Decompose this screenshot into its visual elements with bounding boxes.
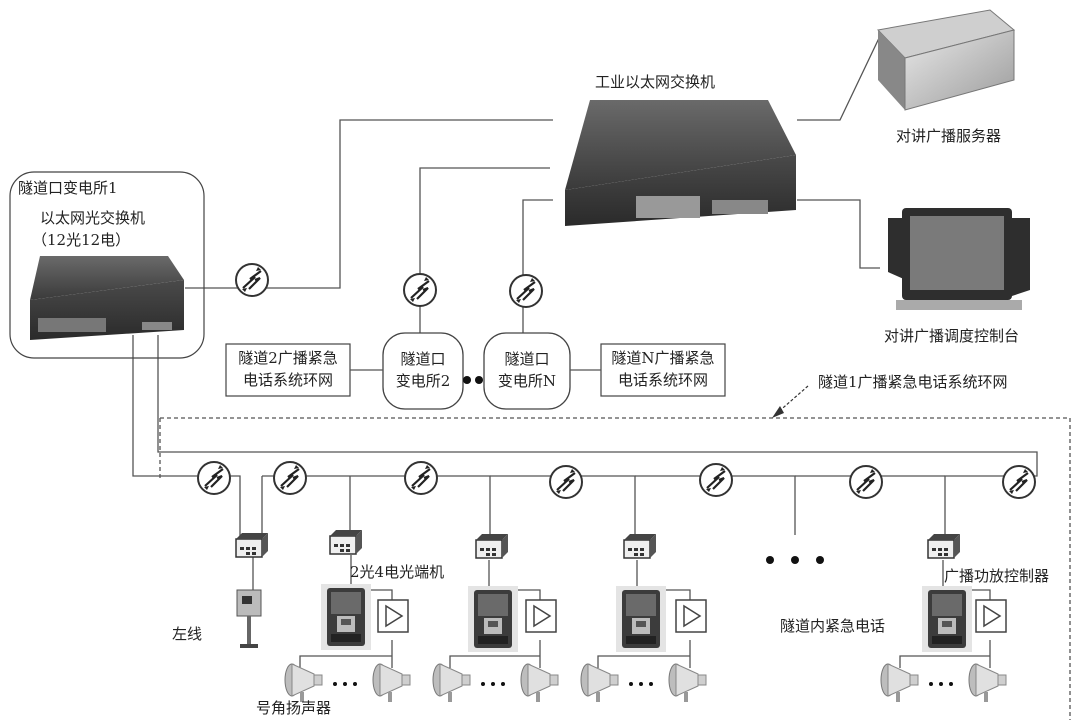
horn-speaker-icon: [580, 663, 619, 703]
tunnel2-ring-label-1: 隧道2广播紧急: [238, 349, 338, 367]
phone-cabinet-device: [616, 586, 666, 652]
amplifier-icon: [377, 599, 409, 633]
tunnelN-ring-label-2: 电话系统环网: [617, 371, 708, 389]
intercom-console-label: 对讲广播调度控制台: [884, 327, 1020, 345]
intercom-server-label: 对讲广播服务器: [896, 127, 1002, 145]
optical-terminal-device: [475, 533, 509, 559]
substation2-label-2: 变电所2: [395, 372, 451, 390]
substation1-frame: [9, 171, 205, 359]
roadside-phone-device: [236, 589, 262, 648]
tunnel2-ring-label-2: 电话系统环网: [242, 371, 333, 389]
optical-link-icon: [234, 262, 270, 298]
horn-speaker-icon: [968, 663, 1007, 703]
ellipsis-dot: [463, 376, 471, 384]
server-device: [876, 9, 1016, 111]
tunnel1-ring-label: 隧道1广播紧急电话系统环网: [818, 373, 1008, 391]
tunnelN-ring-frame: [600, 343, 726, 397]
optical-terminal-device: [235, 532, 269, 558]
industrial-switch-label: 工业以太网交换机: [595, 73, 716, 91]
tunnel2-ring-frame: [225, 343, 351, 397]
emergency-phone-label: 隧道内紧急电话: [780, 617, 886, 635]
optical-link-icon: [1001, 464, 1037, 500]
optical-link-icon: [508, 273, 544, 309]
horn-speaker-icon: [668, 663, 707, 703]
substation1-switch-label: 以太网光交换机: [40, 209, 146, 227]
substation2-label-1: 隧道口: [400, 350, 446, 368]
optical-terminal-device: [329, 529, 363, 555]
optical-link-icon: [196, 460, 232, 496]
horn-speaker-icon: [284, 663, 323, 703]
ellipsis-dot: [791, 556, 799, 564]
substation1-title: 隧道口变电所1: [18, 179, 118, 197]
phone-cabinet-device: [468, 586, 518, 652]
horn-speaker-icon: [880, 663, 919, 703]
optical-link-icon: [848, 464, 884, 500]
optical-link-icon: [698, 462, 734, 498]
industrial-switch-device: [565, 100, 796, 226]
substationN-frame: [483, 332, 571, 410]
substation1-ports-label: （12光12电）: [32, 231, 131, 249]
ellipsis-dot: [816, 556, 824, 564]
ellipsis-dot: [766, 556, 774, 564]
phone-cabinet-device: [321, 584, 371, 650]
amp-controller-label: 广播功放控制器: [944, 567, 1050, 585]
tunnelN-ring-label-1: 隧道N广播紧急: [611, 349, 715, 367]
amplifier-icon: [975, 599, 1007, 633]
substationN-label-1: 隧道口: [504, 350, 550, 368]
optical-link-icon: [272, 460, 308, 496]
amplifier-icon: [525, 599, 557, 633]
ellipsis-dot: [475, 376, 483, 384]
amplifier-icon: [675, 599, 707, 633]
horn-ellipsis: [333, 682, 953, 686]
horn-speaker-icon: [520, 663, 559, 703]
phone-cabinet-device: [922, 586, 972, 652]
optical-link-icon: [402, 272, 438, 308]
optical-link-icon: [548, 464, 584, 500]
optical-terminal-label: 2光4电光端机: [350, 563, 445, 581]
left-line-label: 左线: [172, 625, 203, 643]
substationN-label-2: 变电所N: [497, 372, 557, 390]
horn-speaker-label: 号角扬声器: [256, 699, 332, 717]
substation2-frame: [382, 332, 464, 410]
horn-speaker-icon: [432, 663, 471, 703]
optical-terminal-device: [927, 533, 961, 559]
substation1-switch-device: [30, 256, 184, 340]
optical-link-icon: [403, 460, 439, 496]
horn-speaker-icon: [372, 663, 411, 703]
optical-terminal-device: [623, 533, 657, 559]
console-device: [888, 208, 1030, 310]
connection-lines: [132, 35, 1071, 720]
ring-pointer-arrowhead: [772, 406, 784, 418]
